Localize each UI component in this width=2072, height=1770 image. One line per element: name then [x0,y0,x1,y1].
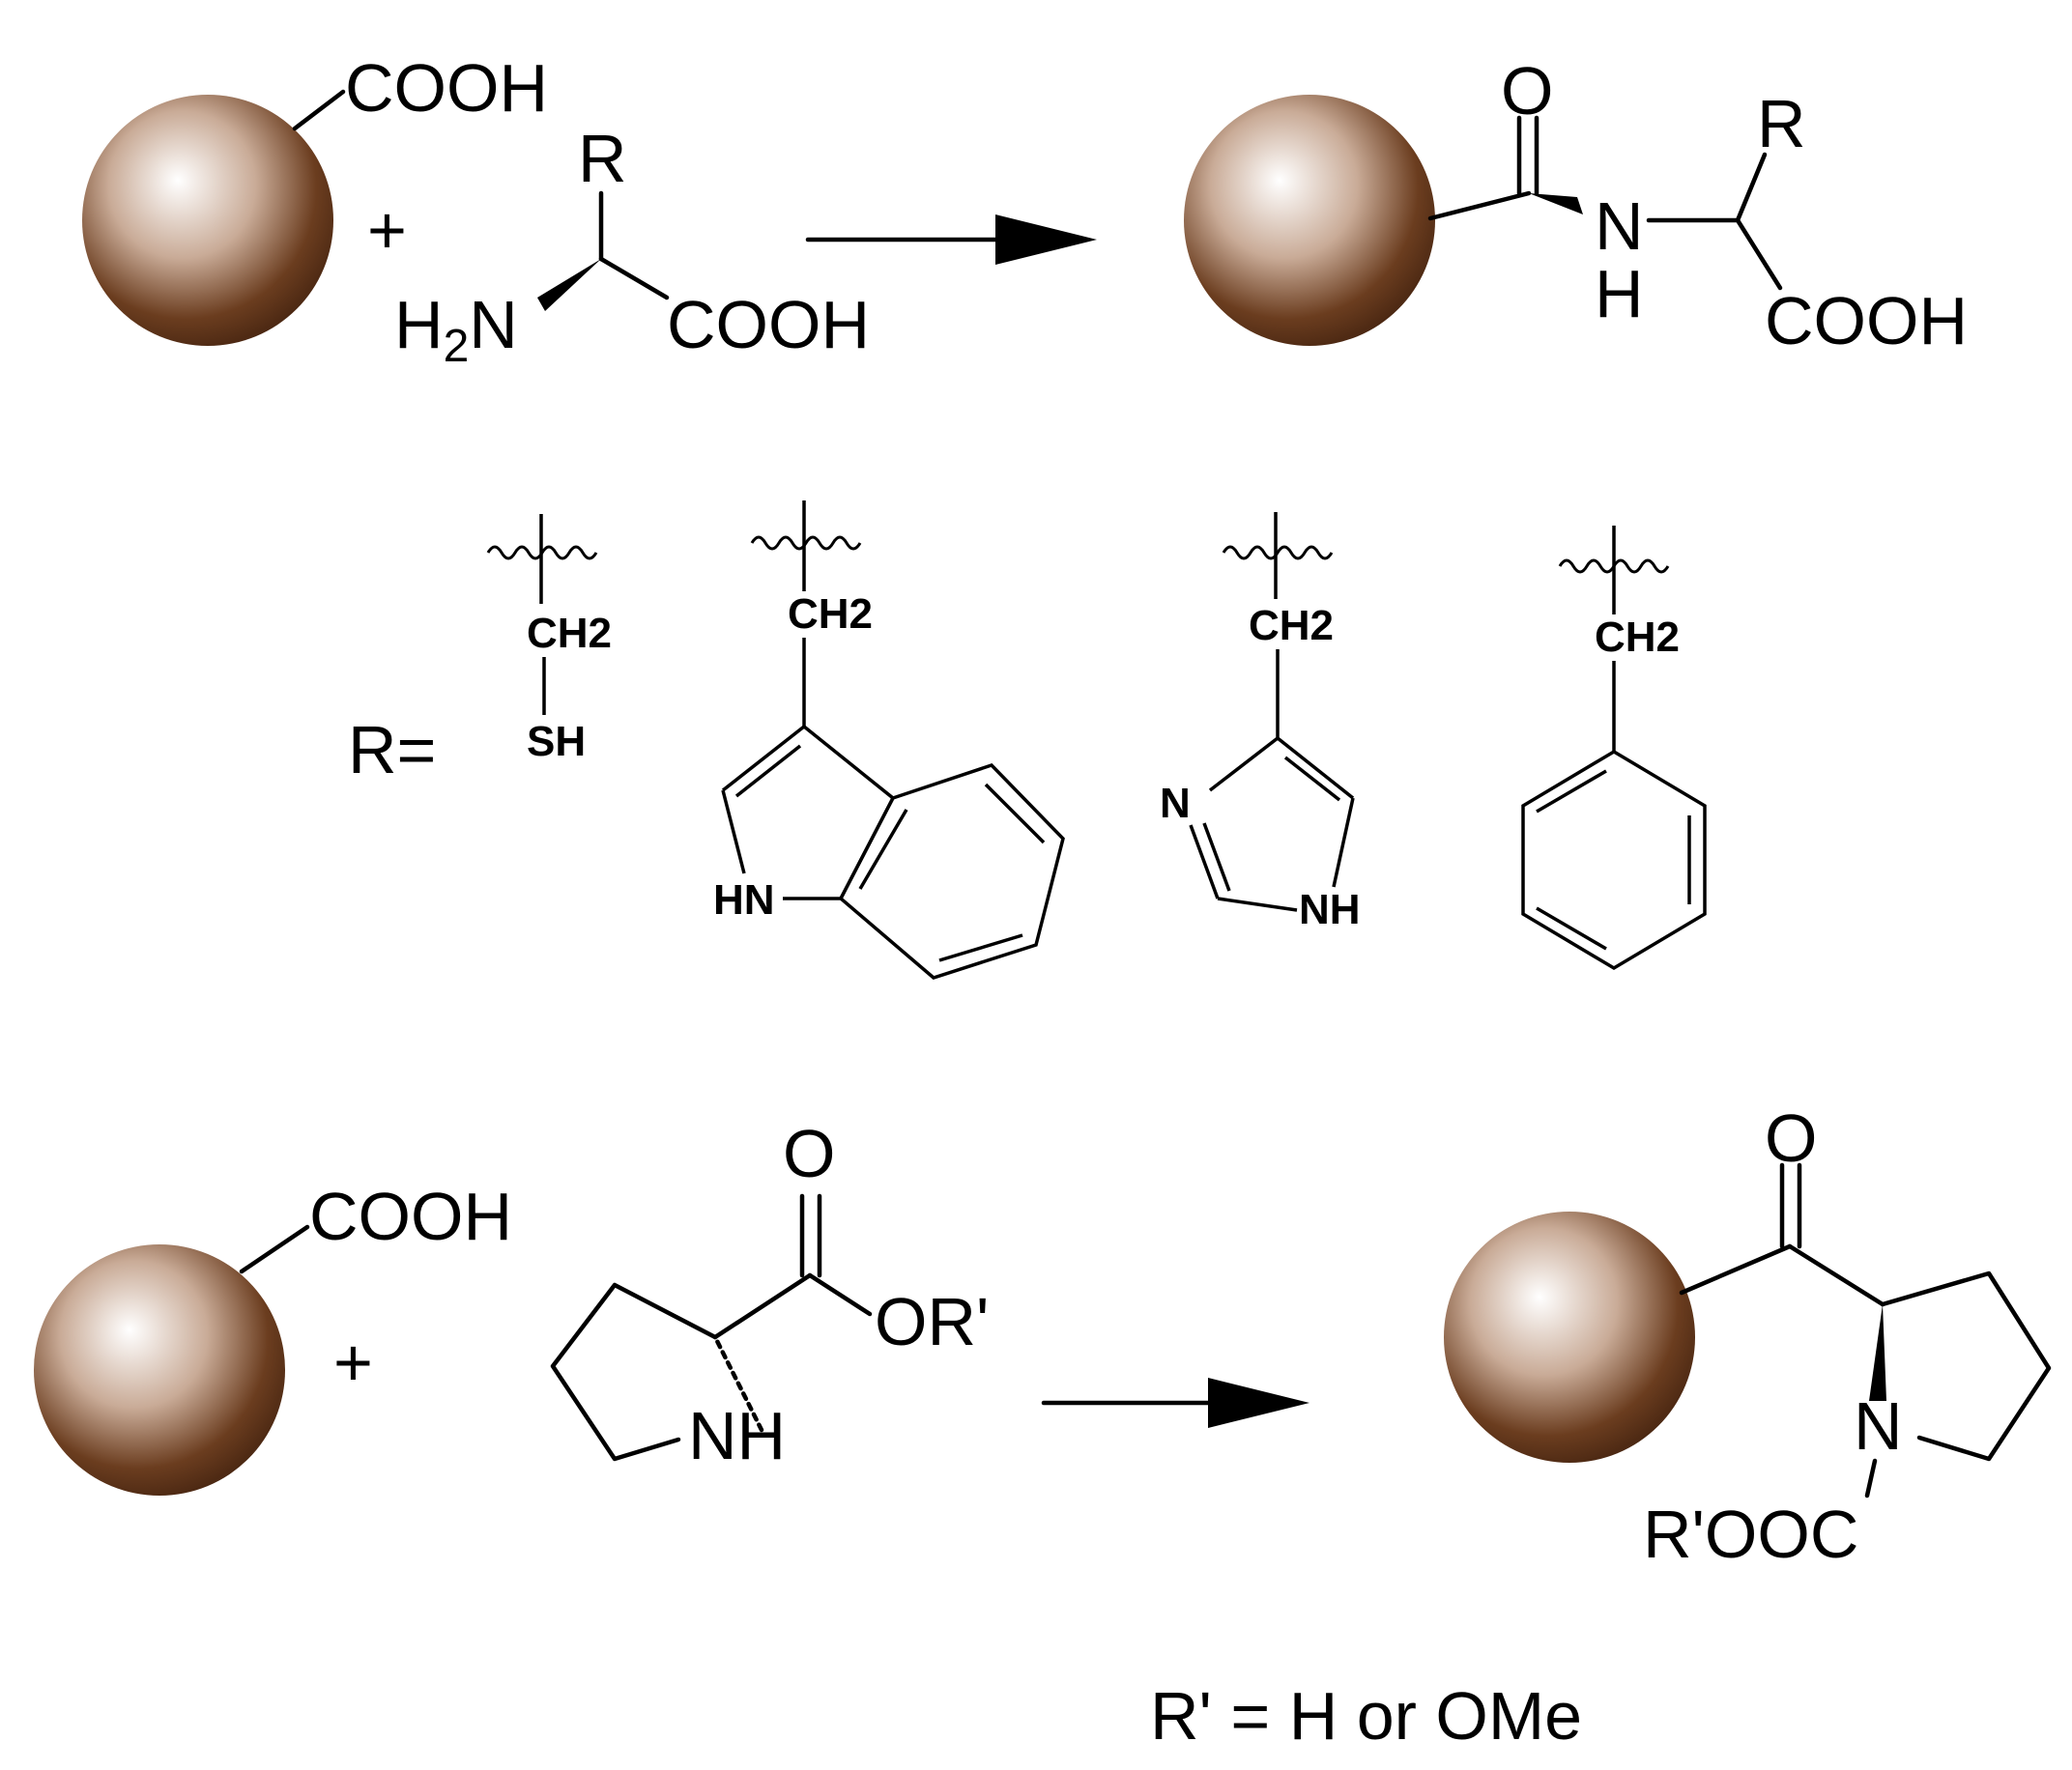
alpha-acid-bond-product [1735,217,1783,291]
carbonyl-alpha-bond [1787,1243,1885,1307]
amide-wedge-bond [1529,193,1583,214]
reaction-2: COOH + O OR' NH O N R'OOC [34,1100,2052,1754]
proline-nh-label: NH [688,1398,786,1473]
r-group-definitions: R= CH2 SH CH2 HN [348,500,1707,980]
trp-hn-label: HN [713,876,775,924]
r-prime-footnote: R' = H or OMe [1150,1678,1582,1754]
r-group-histidine: CH2 N NH [1160,512,1361,933]
r-group-phenylalanine: CH2 [1521,526,1707,971]
cys-ch2-label: CH2 [527,610,612,657]
alpha-r-bond-product [1735,152,1768,223]
reaction-1: COOH + R H2N COOH O N H R COOH [82,50,1968,372]
product-ester-label: R'OOC [1643,1497,1858,1572]
amine-h-label: H2N [394,287,518,372]
pyrrolidine-ring [1880,1270,2052,1462]
product-bead [1444,1212,1695,1463]
product-n-label: N [1854,1388,1903,1464]
product-carbonyl-o: O [1501,53,1553,128]
phe-ch2-label: CH2 [1595,614,1680,661]
bead-linker-bond [239,1224,310,1274]
proline-carbonyl-o: O [783,1116,835,1191]
wavy-attachment-line [750,535,862,551]
plus-sign: + [333,1325,373,1400]
amino-acid-cooh-label: COOH [667,287,870,362]
n-carboxyl-bond [1864,1458,1878,1499]
product-bead [1184,95,1435,346]
bead-carbonyl-bond [1427,190,1532,221]
resin-bead [34,1244,285,1496]
bead-linker-bond [292,89,346,131]
bead-cooh-label: COOH [309,1179,512,1254]
proline-ester-label: OR' [875,1284,989,1359]
alpha-acid-bond [598,256,670,300]
r-equals-label: R= [348,712,436,787]
resin-bead [82,95,333,346]
proline-reactant: O OR' NH [550,1116,989,1473]
plus-sign: + [367,192,407,268]
his-ch2-label: CH2 [1249,602,1334,649]
reaction-arrow-2 [1041,1378,1309,1428]
trp-ch2-label: CH2 [788,590,873,638]
amide-h-label: H [1595,256,1644,331]
product-carbonyl-o: O [1765,1100,1817,1176]
r-group-cysteine: CH2 SH [486,514,612,765]
wedge-bond [537,259,601,311]
amide-n-label: N [1595,188,1644,264]
amino-acid-r-label: R [578,121,627,196]
his-nh-label: NH [1299,886,1361,933]
cys-sh-label: SH [527,718,586,765]
reaction-arrow-1 [805,214,1097,265]
wavy-attachment-line [1222,545,1334,560]
product-cooh-label: COOH [1765,283,1968,358]
product-r-label: R [1757,86,1806,161]
bead-cooh-label: COOH [345,50,548,126]
bead-carbonyl-bond [1679,1243,1793,1296]
r-group-tryptophan: CH2 HN [713,500,1065,980]
proline-wedge-bond [1869,1304,1886,1401]
his-n-label: N [1160,780,1191,827]
